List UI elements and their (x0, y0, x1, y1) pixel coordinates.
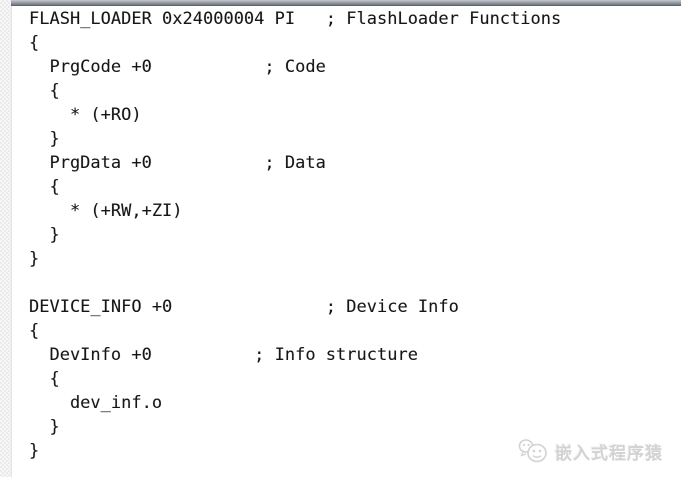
watermark: 嵌入式程序猿 (517, 438, 663, 464)
monkey-chat-icon (518, 439, 547, 463)
watermark-label: 嵌入式程序猿 (555, 443, 663, 464)
scatter-file-code[interactable]: FLASH_LOADER 0x24000004 PI ; FlashLoader… (29, 9, 562, 461)
window-top-edge (11, 0, 681, 6)
editor-left-margin (0, 0, 12, 477)
